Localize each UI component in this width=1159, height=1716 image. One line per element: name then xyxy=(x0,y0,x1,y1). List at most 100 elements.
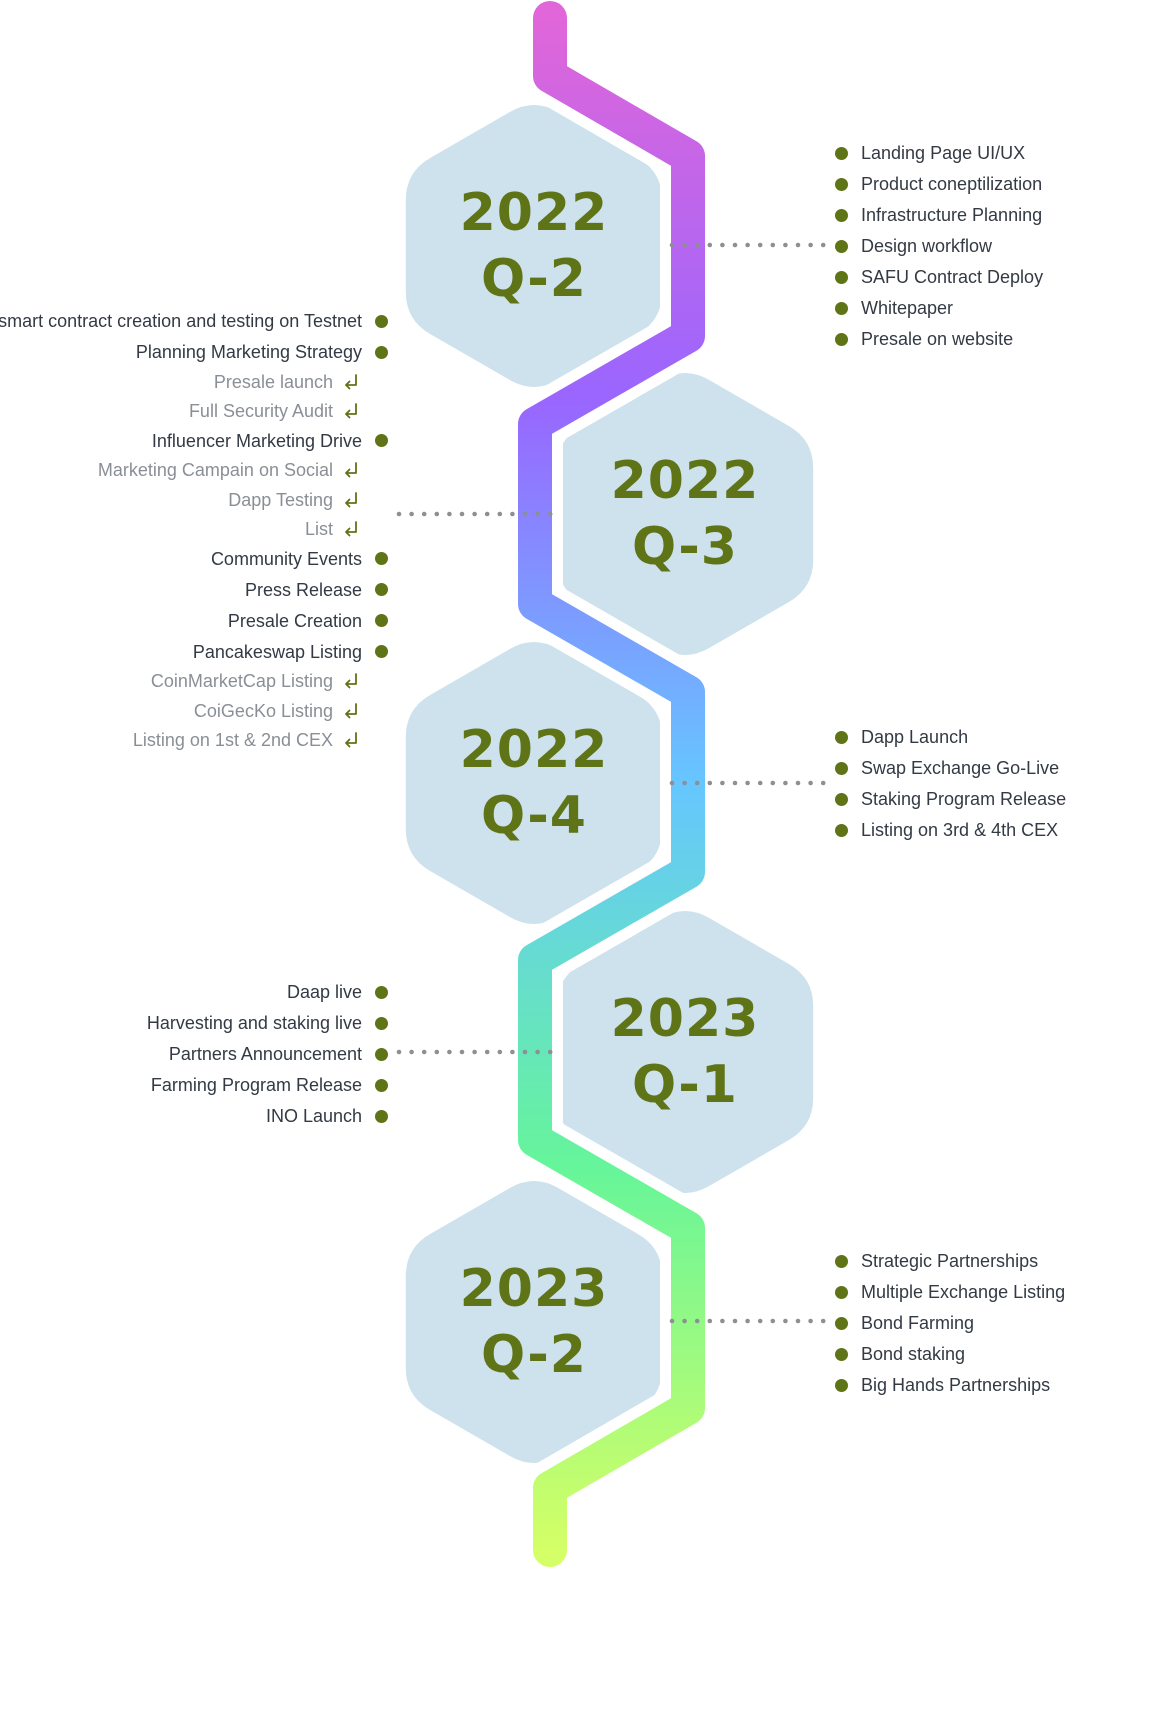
bullet-dot xyxy=(375,645,388,658)
milestone-year: 2023 xyxy=(459,1259,609,1319)
return-arrow-icon xyxy=(345,462,357,478)
connector-dot xyxy=(707,242,713,248)
bullet-dot xyxy=(835,1254,848,1268)
connector-dot xyxy=(795,780,801,786)
roadmap-item: Whitepaper xyxy=(861,298,954,318)
connector-dot xyxy=(770,242,776,248)
roadmap-item: Partners Announcement xyxy=(168,1044,362,1064)
connector-dot xyxy=(808,1318,813,1324)
bullet-dot xyxy=(375,1016,388,1030)
roadmap-item: Swap Exchange Go-Live xyxy=(861,758,1060,778)
connector-dot xyxy=(396,1049,402,1055)
connector-dot xyxy=(434,1049,440,1055)
roadmap-item: INO Launch xyxy=(265,1106,362,1126)
return-arrow-icon xyxy=(345,373,357,389)
milestone-quarter: Q-3 xyxy=(632,517,738,577)
milestone-year: 2022 xyxy=(610,451,760,511)
connector-dot xyxy=(535,511,540,517)
roadmap-item: Pancakeswap Listing xyxy=(192,641,362,662)
bullet-dot xyxy=(835,177,848,191)
roadmap-item: SAFU Contract Deploy xyxy=(861,267,1044,287)
connector-dot xyxy=(459,1049,465,1055)
roadmap-subitem: Presale launch xyxy=(213,371,333,392)
milestone-hexagon xyxy=(556,911,814,1193)
connector-dot xyxy=(434,511,440,517)
connector-dot xyxy=(510,1049,515,1055)
connector-dot xyxy=(421,511,427,517)
roadmap-item: Big Hands Partnerships xyxy=(861,1375,1051,1395)
roadmap-item: Infrastructure Planning xyxy=(861,205,1043,225)
milestone-hexagon xyxy=(405,642,663,924)
bullet-dot xyxy=(375,552,388,565)
bullet-dot xyxy=(835,301,848,315)
connector-dot xyxy=(820,1318,826,1324)
return-arrow-icon xyxy=(345,403,357,419)
connector-dot xyxy=(447,511,452,517)
connector-dot xyxy=(522,511,528,517)
milestone-year: 2022 xyxy=(459,183,609,243)
bullet-dot xyxy=(375,1109,388,1123)
connector-dot xyxy=(707,780,713,786)
connector-dot xyxy=(472,511,477,517)
bullet-dot xyxy=(375,614,388,627)
connector-dot xyxy=(820,242,826,248)
roadmap-subitem: List xyxy=(304,519,333,539)
connector-dot xyxy=(783,242,788,248)
bullet-dot xyxy=(375,345,388,359)
bullet-dot xyxy=(375,314,388,328)
bullet-dot xyxy=(835,332,848,346)
return-arrow-icon xyxy=(345,673,357,689)
connector-dot xyxy=(694,1318,700,1324)
roadmap-item: Listing on 3rd & 4th CEX xyxy=(861,820,1059,840)
connector-dot xyxy=(745,780,750,786)
connector-dot xyxy=(795,1318,801,1324)
roadmap-item: Multiple Exchange Listing xyxy=(861,1282,1066,1302)
connector-dot xyxy=(808,242,813,248)
bullet-dot xyxy=(835,823,848,837)
connector-dot xyxy=(484,511,490,517)
roadmap-subitem: Listing on 1st & 2nd CEX xyxy=(132,730,333,750)
connector-dot xyxy=(732,242,738,248)
bullet-dot xyxy=(835,761,848,775)
milestone-hexagon xyxy=(405,1181,663,1463)
connector-dot xyxy=(459,511,465,517)
roadmap-item: Strategic Partnerships xyxy=(861,1251,1039,1271)
connector-dot xyxy=(421,1049,427,1055)
bullet-dot xyxy=(375,583,388,596)
return-arrow-icon xyxy=(345,702,357,718)
connector-dot xyxy=(757,780,763,786)
connector-dot xyxy=(669,780,675,786)
connector-dot xyxy=(510,511,515,517)
connector-dot xyxy=(682,242,687,248)
roadmap-path xyxy=(518,1,705,1567)
roadmap-item: smart contract creation and testing on T… xyxy=(0,311,362,331)
connector-dot xyxy=(522,1049,528,1055)
connector-dot xyxy=(732,1318,738,1324)
bullet-dot xyxy=(835,792,848,806)
bullet-dot xyxy=(835,208,848,222)
connector-dot xyxy=(497,1049,503,1055)
connector-dot xyxy=(820,780,826,786)
connector-dot xyxy=(669,1318,675,1324)
roadmap-item: Influencer Marketing Drive xyxy=(151,430,362,451)
roadmap-item: Landing Page UI/UX xyxy=(861,143,1026,163)
connector-dot xyxy=(770,1318,776,1324)
roadmap-item: Dapp Launch xyxy=(861,727,969,747)
connector-dot xyxy=(409,511,414,517)
connector-dot xyxy=(757,242,763,248)
connector-dot xyxy=(795,242,801,248)
connector-dot xyxy=(694,780,700,786)
bullet-dot xyxy=(375,985,388,999)
connector-dot xyxy=(745,242,750,248)
connector-dot xyxy=(396,511,402,517)
bullet-dot xyxy=(835,239,848,253)
bullet-dot xyxy=(375,1078,388,1092)
return-arrow-icon xyxy=(345,521,357,537)
bullet-dot xyxy=(835,1378,848,1392)
connector-dot xyxy=(757,1318,763,1324)
roadmap-subitem: Full Security Audit xyxy=(188,401,333,421)
